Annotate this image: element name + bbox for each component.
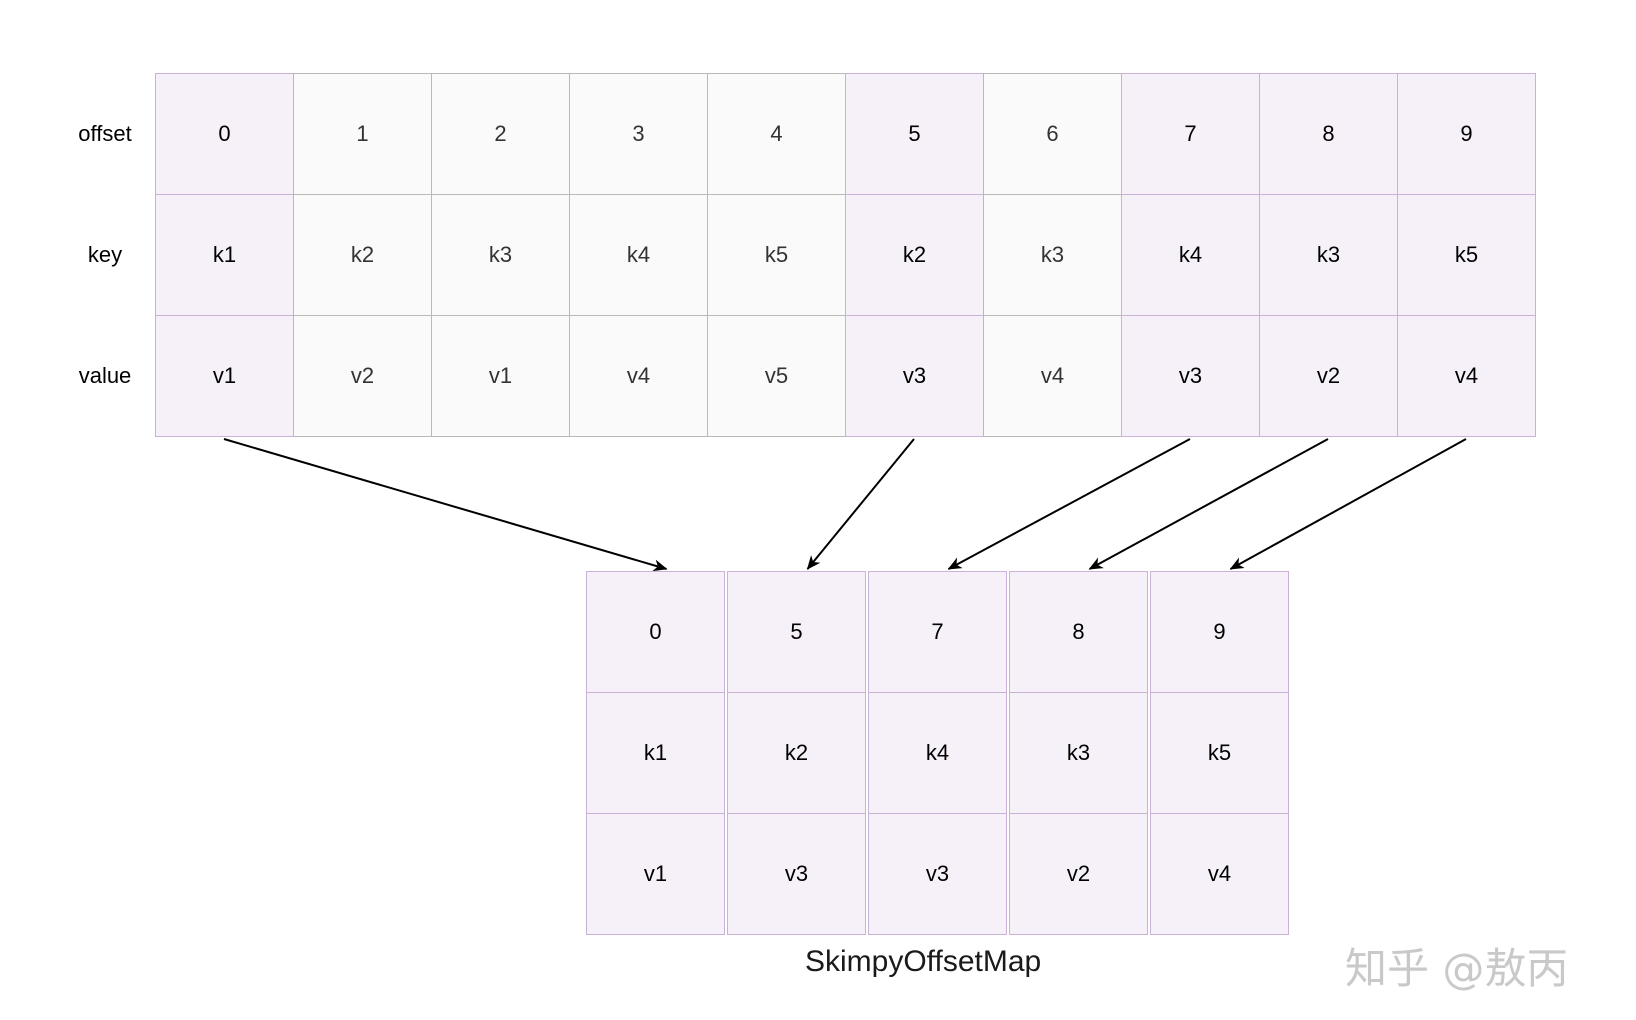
map-cell-offset: 5 (727, 571, 866, 693)
top-cell-offset: 2 (431, 73, 570, 195)
top-cell-value: v2 (1259, 315, 1398, 437)
top-cell-key: k2 (845, 194, 984, 316)
map-cell-value: v4 (1150, 813, 1289, 935)
map-cell-value: v3 (727, 813, 866, 935)
diagram-caption: SkimpyOffsetMap (805, 945, 1042, 978)
top-cell-key: k3 (431, 194, 570, 316)
top-cell-value: v1 (431, 315, 570, 437)
map-cell-key: k1 (586, 692, 725, 814)
mapping-arrow (223, 438, 668, 572)
map-cell-value: v2 (1009, 813, 1148, 935)
top-cell-value: v4 (1397, 315, 1536, 437)
top-cell-value: v3 (1121, 315, 1260, 437)
top-cell-key: k4 (569, 194, 708, 316)
map-cell-key: k5 (1150, 692, 1289, 814)
map-cell-key: k4 (868, 692, 1007, 814)
row-label-key: key (87, 241, 123, 267)
top-cell-value: v3 (845, 315, 984, 437)
top-cell-key: k3 (983, 194, 1122, 316)
top-cell-key: k5 (1397, 194, 1536, 316)
top-cell-key: k1 (155, 194, 294, 316)
mapping-arrow (947, 438, 1191, 570)
top-cell-value: v2 (293, 315, 432, 437)
row-label-offset: offset (78, 120, 132, 146)
top-cell-value: v4 (569, 315, 708, 437)
row-label-value: value (78, 362, 132, 388)
mapping-arrow (806, 438, 915, 570)
map-cell-offset: 9 (1150, 571, 1289, 693)
top-cell-value: v5 (707, 315, 846, 437)
top-cell-offset: 3 (569, 73, 708, 195)
watermark-text: 知乎 @敖丙 (1345, 944, 1569, 993)
top-cell-key: k4 (1121, 194, 1260, 316)
map-cell-key: k2 (727, 692, 866, 814)
top-cell-key: k3 (1259, 194, 1398, 316)
map-cell-key: k3 (1009, 692, 1148, 814)
top-cell-offset: 9 (1397, 73, 1536, 195)
top-cell-offset: 4 (707, 73, 846, 195)
map-cell-offset: 0 (586, 571, 725, 693)
map-cell-offset: 8 (1009, 571, 1148, 693)
top-cell-key: k2 (293, 194, 432, 316)
top-cell-key: k5 (707, 194, 846, 316)
mapping-arrow (1088, 438, 1329, 570)
top-cell-offset: 6 (983, 73, 1122, 195)
map-cell-value: v1 (586, 813, 725, 935)
map-cell-offset: 7 (868, 571, 1007, 693)
map-cell-value: v3 (868, 813, 1007, 935)
mapping-arrow (1229, 438, 1467, 570)
